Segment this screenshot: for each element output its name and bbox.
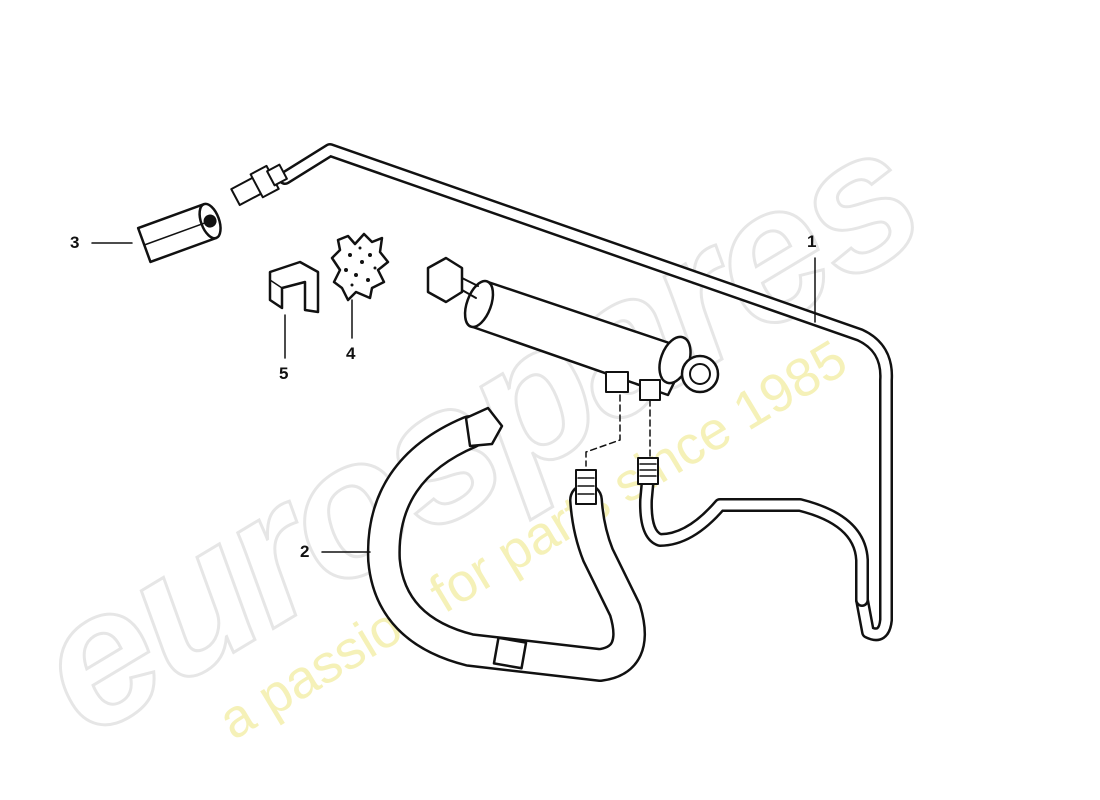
part-1-fuel-line xyxy=(230,143,894,642)
fitting-left xyxy=(575,469,597,505)
callout-2[interactable]: 2 xyxy=(300,542,310,561)
fitting-right xyxy=(637,457,659,485)
callout-5[interactable]: 5 xyxy=(279,364,289,383)
callout-1[interactable]: 1 xyxy=(807,232,817,251)
callout-4[interactable]: 4 xyxy=(346,344,356,363)
part-2-fuel-hose xyxy=(366,406,647,682)
filter-inlet-nut xyxy=(426,256,464,304)
part-5-clip xyxy=(268,260,320,314)
hose-nut xyxy=(464,406,504,448)
leader-lines xyxy=(91,242,816,553)
part-4-filter-insert xyxy=(330,232,390,302)
callout-3[interactable]: 3 xyxy=(70,233,80,252)
fuel-filter-body xyxy=(426,256,720,467)
part-3-union-nut xyxy=(136,202,222,264)
fitting-top xyxy=(230,163,288,207)
